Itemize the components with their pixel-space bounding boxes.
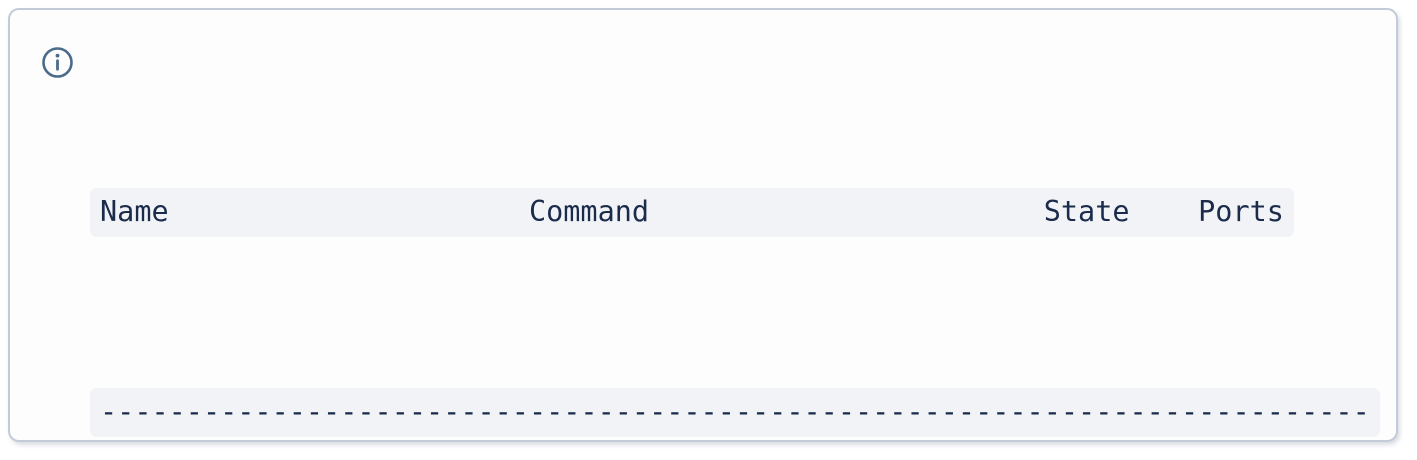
console-separator-text-1: ----------------------------------------… xyxy=(90,388,1380,437)
console-separator-line-1: ----------------------------------------… xyxy=(90,387,1390,437)
info-icon xyxy=(41,46,74,79)
console-output-panel: Name Command State Ports ---------------… xyxy=(8,8,1398,442)
console-header-text: Name Command State Ports xyxy=(90,188,1294,237)
console-header-row: Name Command State Ports xyxy=(90,187,1390,237)
console-text-block[interactable]: Name Command State Ports ---------------… xyxy=(90,37,1390,440)
